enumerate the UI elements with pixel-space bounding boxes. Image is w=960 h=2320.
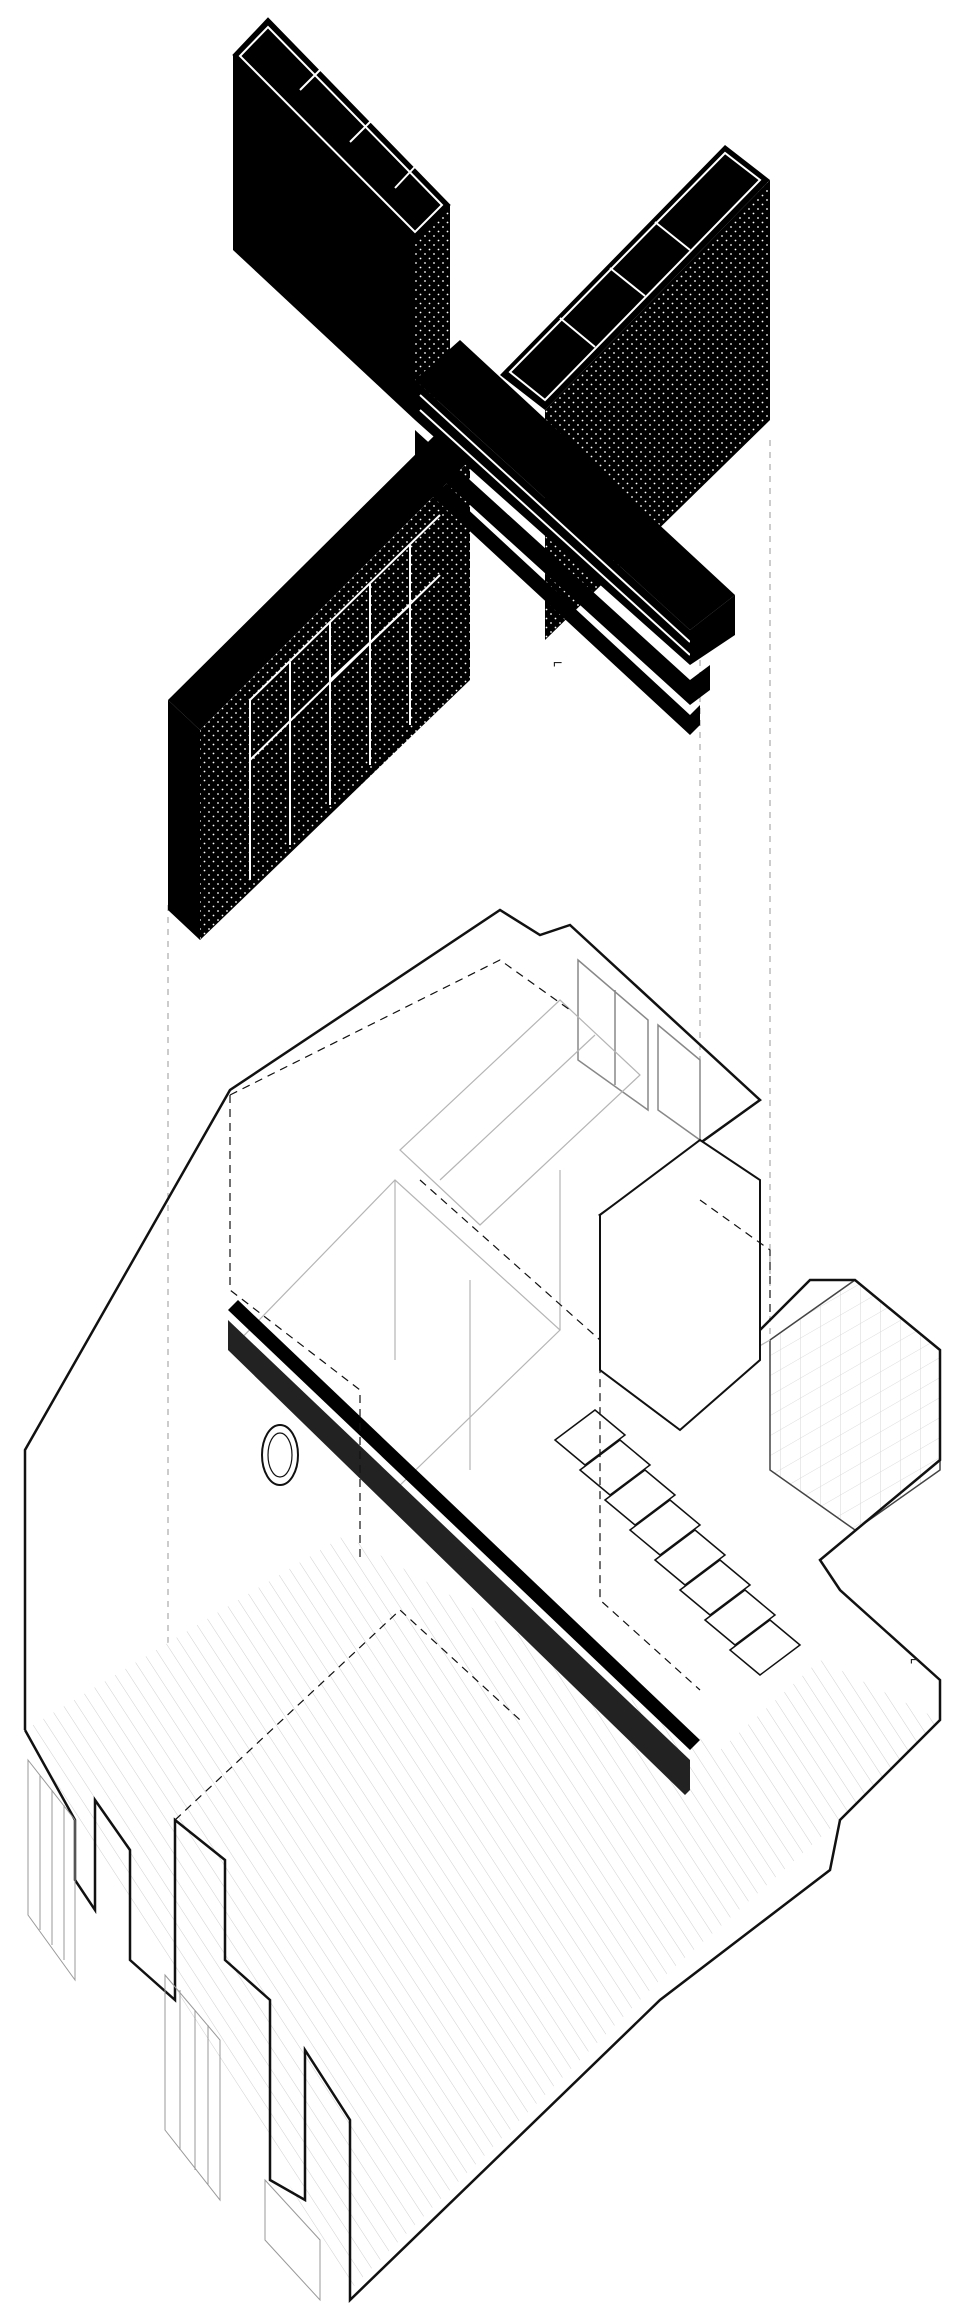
shell-beam [228, 1300, 700, 1750]
perimeter-walls [23, 908, 942, 2303]
stair [553, 1409, 802, 1676]
section-mark: ⌐ [910, 1652, 919, 1669]
bathroom [769, 1279, 941, 1531]
section-mark: ⌐ [553, 655, 562, 672]
balconies [27, 1758, 321, 2302]
shelving-block [168, 430, 470, 940]
beam [415, 340, 735, 735]
apartment-shell: ⌐ [23, 908, 942, 2303]
black-cross-furniture: ⌐ [168, 17, 770, 940]
floor-boards [25, 1535, 940, 2290]
left-wing [232, 17, 451, 420]
porthole-window [261, 1424, 299, 1486]
